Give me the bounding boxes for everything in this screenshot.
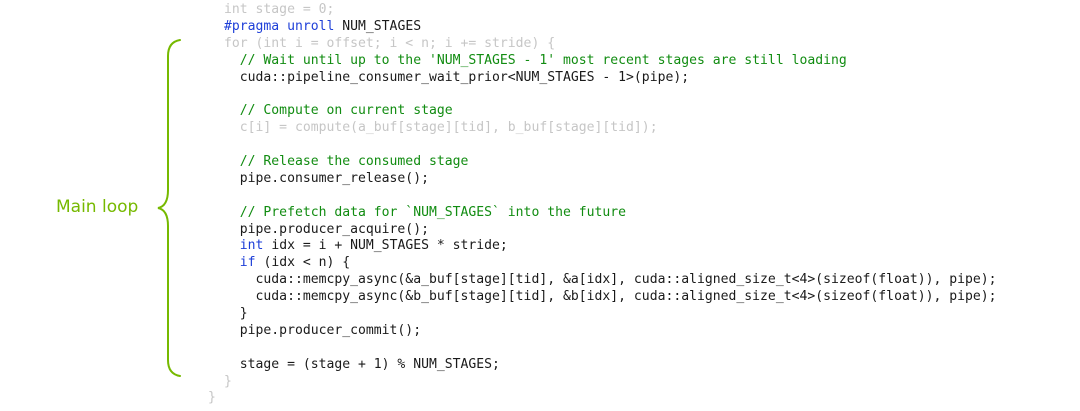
blank-line (224, 340, 997, 357)
code-line-pragma: #pragma unroll NUM_STAGES (224, 19, 997, 36)
code-line-consumer-release: pipe.consumer_release(); (224, 170, 429, 186)
main-loop-label: Main loop (56, 197, 139, 217)
blank-line (224, 137, 997, 154)
code-line-producer-acquire: pipe.producer_acquire(); (224, 221, 429, 237)
code-line-function-close: } (208, 390, 216, 406)
pragma-keyword: #pragma unroll (224, 18, 335, 34)
code-line-if: if (idx < n) { (224, 255, 997, 272)
code-line-for-loop: for (int i = offset; i < n; i += stride)… (224, 35, 556, 51)
blank-line (224, 188, 997, 205)
code-line-producer-commit: pipe.producer_commit(); (224, 322, 422, 338)
if-keyword: if (239, 255, 256, 271)
code-line-memcpy-a: cuda::memcpy_async(&a_buf[stage][tid], &… (224, 272, 997, 288)
pragma-arg: NUM_STAGES (334, 18, 422, 34)
code-line-stage-advance: stage = (stage + 1) % NUM_STAGES; (224, 356, 500, 372)
code-line-if-close: } (224, 306, 248, 322)
code-line-stage-init: int stage = 0; (224, 2, 335, 17)
code-comment-prefetch: // Prefetch data for `NUM_STAGES` into t… (224, 204, 627, 220)
int-keyword: int (239, 238, 264, 254)
code-comment-wait: // Wait until up to the 'NUM_STAGES - 1'… (224, 52, 847, 68)
blank-line (224, 86, 997, 103)
code-comment-compute: // Compute on current stage (224, 103, 453, 119)
code-line-for-close: } (224, 373, 232, 389)
code-comment-release: // Release the consumed stage (224, 154, 469, 170)
curly-brace-icon (157, 39, 181, 377)
idx-expression: idx = i + NUM_STAGES * stride; (263, 238, 508, 254)
code-line-compute: c[i] = compute(a_buf[stage][tid], b_buf[… (224, 120, 658, 136)
code-line-idx: int idx = i + NUM_STAGES * stride; (224, 238, 997, 255)
code-line-memcpy-b: cuda::memcpy_async(&b_buf[stage][tid], &… (224, 289, 997, 305)
code-line-consumer-wait: cuda::pipeline_consumer_wait_prior<NUM_S… (224, 69, 690, 85)
if-condition: (idx < n) { (255, 255, 351, 271)
